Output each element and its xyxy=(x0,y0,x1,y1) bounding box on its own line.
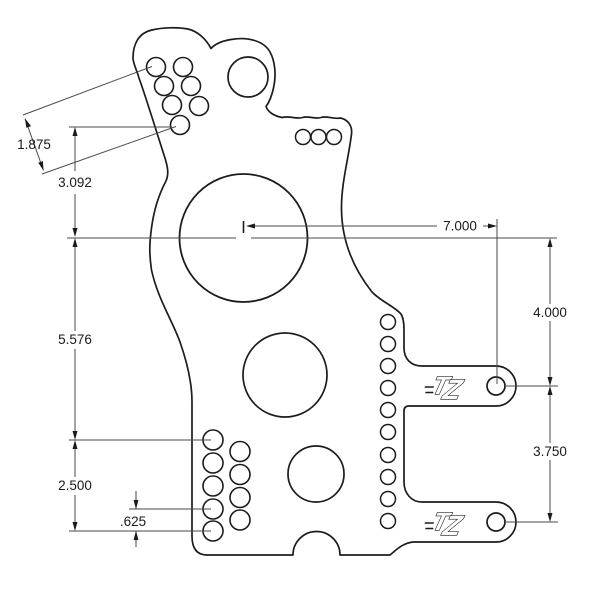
dim-lower-hole-span: 2.500 xyxy=(58,439,211,532)
hole xyxy=(379,446,397,464)
arrowhead xyxy=(72,127,78,136)
hole xyxy=(172,56,194,78)
dimension-value: 2.500 xyxy=(58,478,92,493)
arrowhead xyxy=(133,500,139,509)
arrowhead xyxy=(488,223,497,229)
lower-tab-logo brand-logo: T Z xyxy=(424,508,467,543)
lower-bore xyxy=(287,445,345,503)
dimension-annotations: 1.875 3.092 5.576 2.500 xyxy=(17,66,567,547)
extension-line xyxy=(41,126,177,175)
hole xyxy=(229,463,251,486)
hole xyxy=(229,486,251,509)
hole xyxy=(379,512,397,530)
dimension-value: 5.576 xyxy=(58,332,92,347)
dim-upper-hole-diagonal: 1.875 xyxy=(17,66,177,175)
dimension-value: .625 xyxy=(120,514,146,529)
hole xyxy=(169,114,191,136)
hole xyxy=(379,313,397,331)
arrowhead xyxy=(72,228,78,237)
dim-upper-holes-to-centerline: 3.092 xyxy=(58,126,172,237)
hole xyxy=(379,357,397,375)
upper-tab-hole xyxy=(486,376,506,396)
plate-outline xyxy=(132,26,517,556)
arrowhead xyxy=(25,118,32,128)
lower-left-hole-cluster xyxy=(202,429,251,542)
dimension-value: 3.092 xyxy=(58,175,92,190)
arrowhead xyxy=(72,238,78,247)
hole xyxy=(229,440,251,463)
arrowhead xyxy=(72,431,78,440)
arrowhead xyxy=(547,513,553,522)
plate-geometry xyxy=(132,26,517,556)
middle-bore xyxy=(242,332,328,418)
hole xyxy=(180,75,202,97)
dimension-value: 4.000 xyxy=(533,305,567,320)
hole xyxy=(145,56,167,78)
arrowhead xyxy=(133,531,139,540)
arrowhead xyxy=(547,386,553,395)
hole xyxy=(310,128,327,146)
extension-line xyxy=(22,66,153,116)
hole xyxy=(202,452,224,474)
arrowhead xyxy=(72,522,78,531)
hole xyxy=(202,475,224,497)
logo-speed-lines xyxy=(424,386,434,394)
arrowhead xyxy=(72,440,78,449)
hole xyxy=(153,75,175,97)
hole xyxy=(379,335,397,353)
dim-centerline-to-upper-tab: 4.000 xyxy=(533,238,567,386)
lower-tab-hole xyxy=(486,512,506,532)
arrowhead xyxy=(246,223,255,229)
hole xyxy=(161,94,183,116)
hole xyxy=(325,128,343,146)
hole xyxy=(379,401,397,419)
hole xyxy=(379,423,397,441)
hole xyxy=(379,379,397,397)
upper-left-hole-cluster xyxy=(145,56,210,136)
dimension-value: 1.875 xyxy=(17,137,51,152)
arrowhead xyxy=(547,238,553,247)
hole xyxy=(379,468,397,486)
hole xyxy=(188,95,210,117)
datum-centerline xyxy=(67,221,557,239)
dim-upper-to-lower-tab: 3.750 xyxy=(505,385,567,523)
upper-idler-hole xyxy=(227,56,269,98)
hole xyxy=(229,509,251,531)
dim-centerline-to-lower-holes: 5.576 xyxy=(58,238,92,440)
dim-bottom-hole-offset: .625 xyxy=(120,491,211,547)
hole xyxy=(379,490,397,508)
dim-center-to-tab-hole: 7.000 xyxy=(246,219,498,384)
dimension-value: 7.000 xyxy=(443,219,477,234)
dimension-value: 3.750 xyxy=(533,444,567,459)
upper-right-hole-row xyxy=(294,128,343,146)
right-edge-hole-column xyxy=(379,313,397,530)
hole xyxy=(294,128,312,146)
logo-speed-lines xyxy=(424,522,434,530)
arrowhead xyxy=(547,377,553,386)
dimension-line xyxy=(24,118,44,171)
upper-tab-logo brand-logo: T Z xyxy=(424,372,467,407)
arrowhead xyxy=(38,161,44,171)
